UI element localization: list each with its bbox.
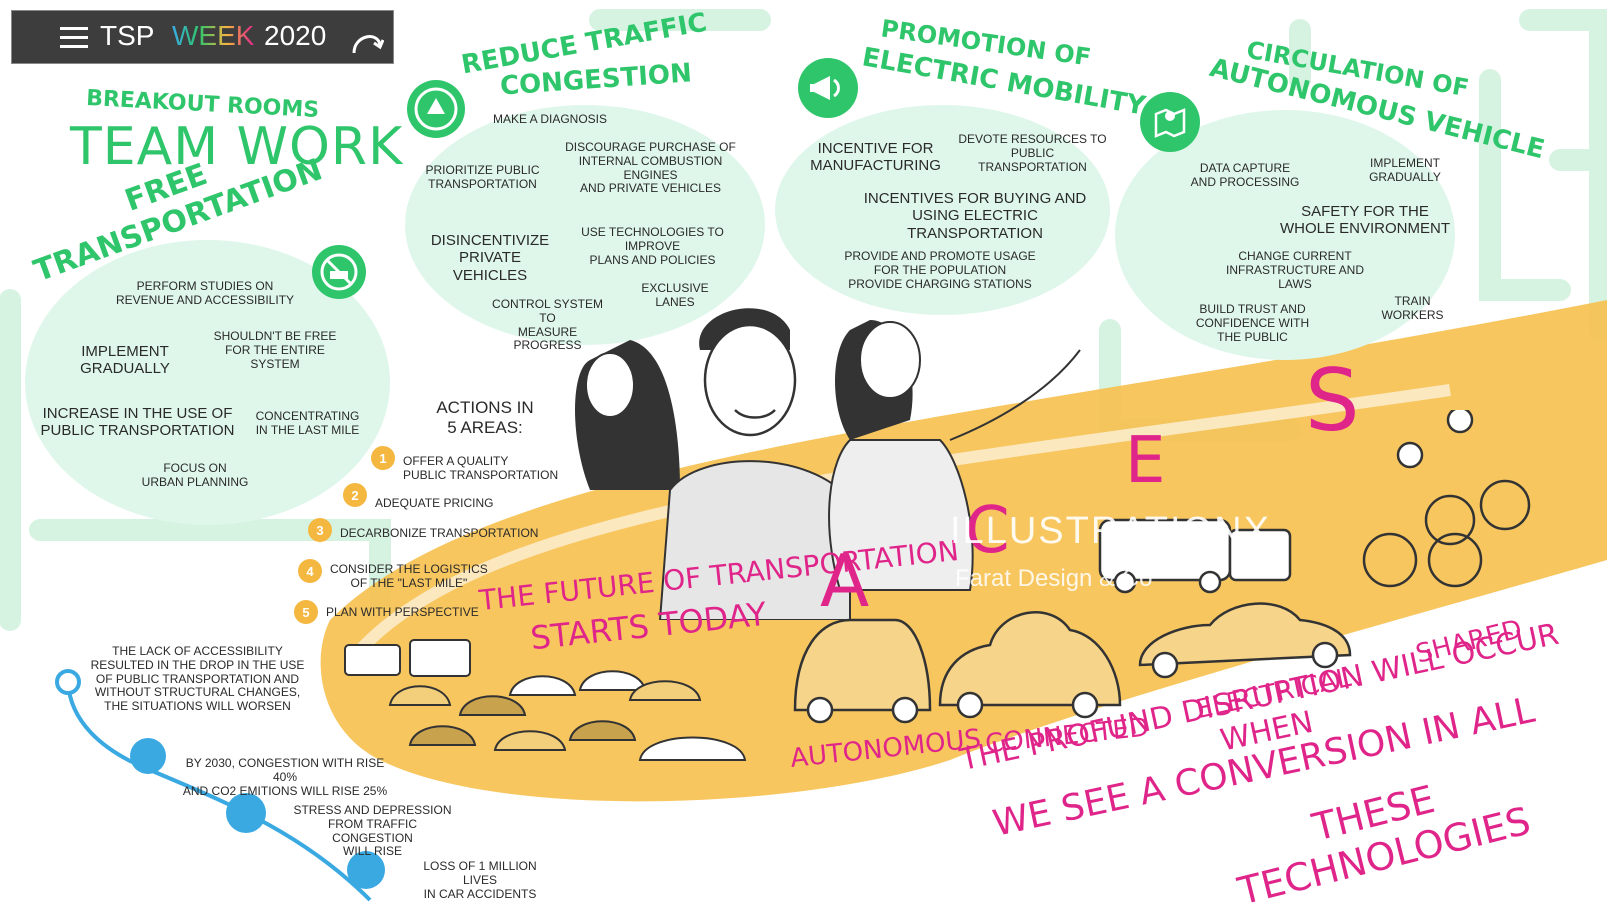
letter-s: S	[1305, 351, 1360, 451]
autonomous-item-5: BUILD TRUST AND CONFIDENCE WITH THE PUBL…	[1195, 302, 1310, 344]
step-3-label: DECARBONIZE TRANSPORTATION	[340, 526, 539, 540]
actions-title: ACTIONS IN 5 AREAS:	[436, 398, 534, 437]
timeline-text-2: BY 2030, CONGESTION WITH RISE 40% AND CO…	[182, 756, 388, 798]
electric-item-3: INCENTIVES FOR BUYING AND USING ELECTRIC…	[863, 190, 1087, 242]
electric-item-2: DEVOTE RESOURCES TO PUBLIC TRANSPORTATIO…	[958, 132, 1107, 174]
free-item-4: INCREASE IN THE USE OF PUBLIC TRANSPORTA…	[40, 405, 235, 440]
letter-e: E	[1125, 424, 1166, 498]
free-item-5: CONCENTRATING IN THE LAST MILE	[255, 409, 360, 437]
timeline-text-4: LOSS OF 1 MILLION LIVES IN CAR ACCIDENTS	[423, 859, 537, 901]
traffic-jam-illustration	[344, 639, 747, 761]
timeline-dot-3	[347, 851, 385, 889]
reduce-item-3: DISCOURAGE PURCHASE OF INTERNAL COMBUSTI…	[565, 140, 736, 196]
autonomous-item-4: CHANGE CURRENT INFRASTRUCTURE AND LAWS	[1225, 249, 1364, 291]
autonomous-item-3: SAFETY FOR THE WHOLE ENVIRONMENT	[1280, 203, 1451, 238]
reduce-item-6: EXCLUSIVE LANES	[641, 281, 709, 309]
watermark-credit: Farat Design & Co	[955, 565, 1153, 592]
step-4-label: CONSIDER THE LOGISTICS OF THE "LAST MILE…	[330, 562, 488, 590]
step-5-label: PLAN WITH PERSPECTIVE	[326, 605, 479, 619]
step-1-label: OFFER A QUALITY PUBLIC TRANSPORTATION	[403, 454, 559, 482]
reduce-item-5: USE TECHNOLOGIES TO IMPROVE PLANS AND PO…	[581, 225, 724, 267]
step-4-number: 4	[298, 559, 322, 583]
reduce-item-7: CONTROL SYSTEM TO MEASURE PROGRESS	[492, 297, 603, 353]
people-illustration	[575, 308, 1081, 620]
step-3-number: 3	[308, 518, 332, 542]
traffic-cone-icon	[407, 80, 465, 138]
letter-a: A	[820, 539, 870, 623]
header-bar: TSP WEEK 2020	[11, 10, 394, 64]
timeline-text-3: STRESS AND DEPRESSION FROM TRAFFIC CONGE…	[293, 803, 452, 859]
timeline-line	[55, 669, 372, 902]
map-pin-icon	[1140, 92, 1200, 152]
header-tsp: TSP	[100, 20, 155, 51]
step-2-label: ADEQUATE PRICING	[375, 496, 494, 510]
autonomous-item-6: TRAIN WORKERS	[1381, 294, 1444, 322]
electric-item-4: PROVIDE AND PROMOTE USAGE FOR THE POPULA…	[844, 249, 1036, 291]
menu-icon[interactable]	[60, 27, 88, 49]
autonomous-item-1: DATA CAPTURE AND PROCESSING	[1190, 161, 1300, 189]
free-item-1: PERFORM STUDIES ON REVENUE AND ACCESSIBI…	[115, 279, 295, 307]
watermark-brand: ILLUSTRATIONX	[950, 510, 1271, 552]
letter-c: C	[965, 494, 1010, 568]
timeline-dot-1	[130, 738, 166, 774]
header-week: WEEK	[172, 20, 255, 51]
autonomous-item-2: IMPLEMENT GRADUALLY	[1369, 156, 1441, 184]
step-1-number: 1	[371, 446, 395, 470]
timeline-dot-2	[226, 793, 266, 833]
electric-bubble	[775, 105, 1110, 315]
megaphone-icon	[798, 58, 858, 118]
reduce-item-2: PRIORITIZE PUBLIC TRANSPORTATION	[425, 163, 540, 191]
free-item-2: SHOULDN'T BE FREE FOR THE ENTIRE SYSTEM	[213, 329, 337, 371]
electric-item-1: INCENTIVE FOR MANUFACTURING	[810, 140, 941, 175]
reduce-traffic-bubble	[405, 105, 765, 345]
step-2-number: 2	[343, 483, 367, 507]
team-work-title: TEAM WORK	[70, 117, 404, 177]
arrow-icon[interactable]	[350, 25, 384, 55]
header-year: 2020	[264, 20, 327, 51]
no-car-icon	[312, 245, 366, 299]
reduce-item-1: MAKE A DIAGNOSIS	[492, 112, 608, 126]
free-item-6: FOCUS ON URBAN PLANNING	[141, 461, 249, 489]
free-item-3: IMPLEMENT GRADUALLY	[80, 343, 170, 378]
reduce-item-4: DISINCENTIVIZE PRIVATE VEHICLES	[430, 232, 550, 284]
step-5-number: 5	[294, 600, 318, 624]
timeline-text-1: THE LACK OF ACCESSIBILITY RESULTED IN TH…	[90, 644, 305, 714]
aces-cars-illustration	[793, 410, 1531, 724]
